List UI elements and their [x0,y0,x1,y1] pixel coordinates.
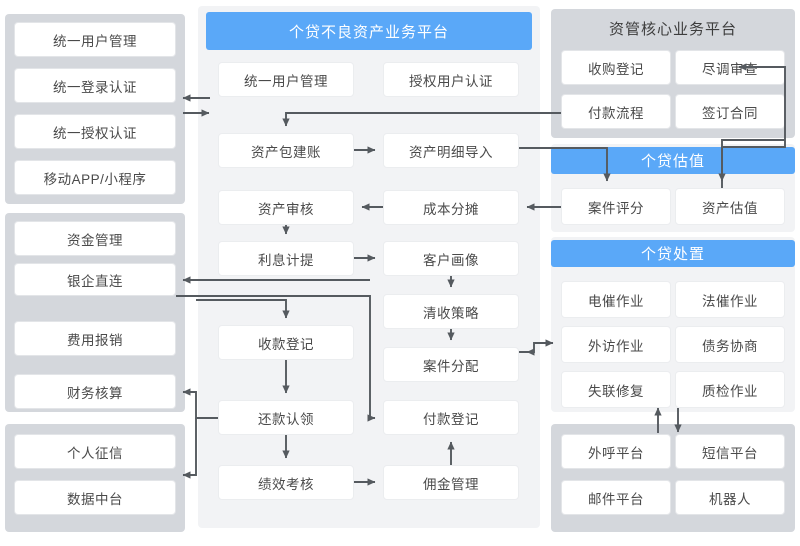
node-asset-package-bookkeeping[interactable]: 资产包建账 [218,133,354,168]
node-interest-accrual[interactable]: 利息计提 [218,241,354,276]
node-unified-user-management-center[interactable]: 统一用户管理 [218,62,354,97]
node-asset-detail-import[interactable]: 资产明细导入 [383,133,519,168]
node-cost-allocation[interactable]: 成本分摊 [383,190,519,225]
node-case-assignment[interactable]: 案件分配 [383,347,519,382]
node-performance-appraisal[interactable]: 绩效考核 [218,465,354,500]
node-commission-management[interactable]: 佣金管理 [383,465,519,500]
node-repayment-claim[interactable]: 还款认领 [218,400,354,435]
node-contract-signing[interactable]: 签订合同 [675,94,785,129]
node-unified-login-auth[interactable]: 统一登录认证 [14,68,176,103]
node-personal-credit-report[interactable]: 个人征信 [14,434,176,469]
node-quality-inspection[interactable]: 质检作业 [675,371,785,408]
node-lost-contact-repair[interactable]: 失联修复 [561,371,671,408]
node-receipt-registration[interactable]: 收款登记 [218,325,354,360]
node-customer-profile[interactable]: 客户画像 [383,241,519,276]
node-payment-registration[interactable]: 付款登记 [383,400,519,435]
right-group-valuation-title: 个贷估值 [551,147,795,174]
center-panel-title: 个贷不良资产业务平台 [206,12,532,50]
node-sms-platform[interactable]: 短信平台 [675,434,785,469]
node-bank-enterprise-direct[interactable]: 银企直连 [14,263,176,296]
node-collection-strategy[interactable]: 清收策略 [383,294,519,329]
node-expense-reimbursement[interactable]: 费用报销 [14,321,176,356]
node-asset-valuation[interactable]: 资产估值 [675,188,785,225]
right-group-asset-core-title: 资管核心业务平台 [608,20,737,38]
node-fund-management[interactable]: 资金管理 [14,221,176,256]
node-field-visit[interactable]: 外访作业 [561,326,671,363]
node-unified-authorization-auth[interactable]: 统一授权认证 [14,114,176,149]
node-asset-review[interactable]: 资产审核 [218,190,354,225]
node-authorized-user-auth[interactable]: 授权用户认证 [383,62,519,97]
node-due-diligence-review[interactable]: 尽调审查 [675,50,785,85]
node-email-platform[interactable]: 邮件平台 [561,480,671,515]
node-outbound-call-platform[interactable]: 外呼平台 [561,434,671,469]
node-data-middle-platform[interactable]: 数据中台 [14,480,176,515]
node-debt-negotiation[interactable]: 债务协商 [675,326,785,363]
right-group-disposal-title: 个贷处置 [551,240,795,267]
node-mobile-app-miniprogram[interactable]: 移动APP/小程序 [14,160,176,195]
node-phone-collection[interactable]: 电催作业 [561,281,671,318]
node-financial-accounting[interactable]: 财务核算 [14,374,176,409]
node-acquisition-registration[interactable]: 收购登记 [561,50,671,85]
node-payment-process[interactable]: 付款流程 [561,94,671,129]
node-case-scoring[interactable]: 案件评分 [561,188,671,225]
node-robot[interactable]: 机器人 [675,480,785,515]
node-unified-user-management-left[interactable]: 统一用户管理 [14,22,176,57]
node-legal-collection[interactable]: 法催作业 [675,281,785,318]
